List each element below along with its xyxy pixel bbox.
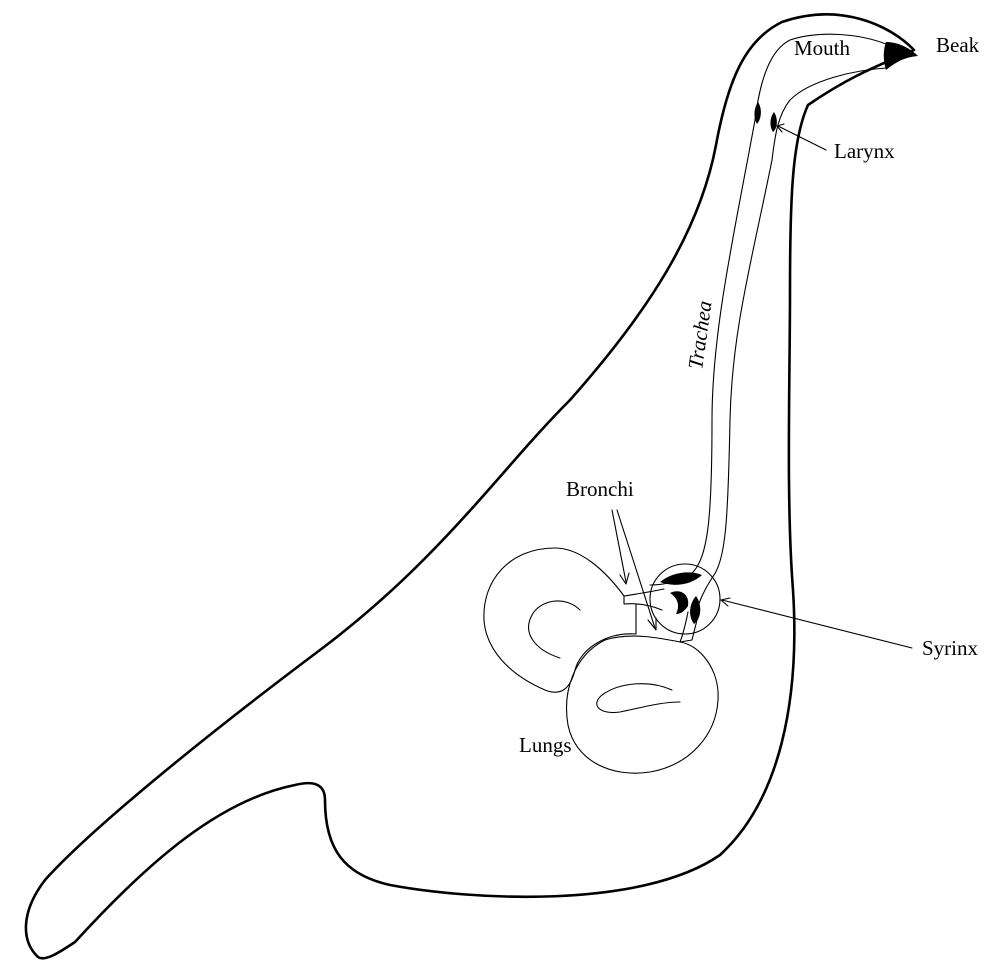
beak-shape bbox=[884, 42, 918, 70]
lung-left-inner-curl bbox=[529, 601, 580, 658]
syrinx-membrane-left bbox=[670, 591, 688, 614]
lung-right bbox=[567, 636, 719, 773]
label-larynx: Larynx bbox=[834, 139, 895, 163]
syrinx-membrane-upper bbox=[660, 572, 702, 584]
bronchi-pointer-line-1 bbox=[612, 510, 626, 582]
label-lungs: Lungs bbox=[519, 733, 572, 757]
trachea-right-wall bbox=[696, 160, 772, 612]
label-mouth: Mouth bbox=[794, 36, 851, 60]
syrinx-pointer-line bbox=[722, 600, 912, 648]
lung-left bbox=[484, 548, 636, 692]
label-bronchi: Bronchi bbox=[566, 477, 634, 501]
larynx-pointer-line bbox=[778, 126, 826, 150]
syrinx-membrane-right bbox=[690, 596, 700, 624]
larynx-mark-right bbox=[770, 112, 776, 132]
label-trachea: Trachea bbox=[683, 299, 716, 371]
bird-body-outline bbox=[26, 14, 914, 958]
label-beak: Beak bbox=[936, 33, 980, 57]
lung-right-inner-curl bbox=[597, 684, 680, 713]
label-syrinx: Syrinx bbox=[922, 636, 979, 660]
